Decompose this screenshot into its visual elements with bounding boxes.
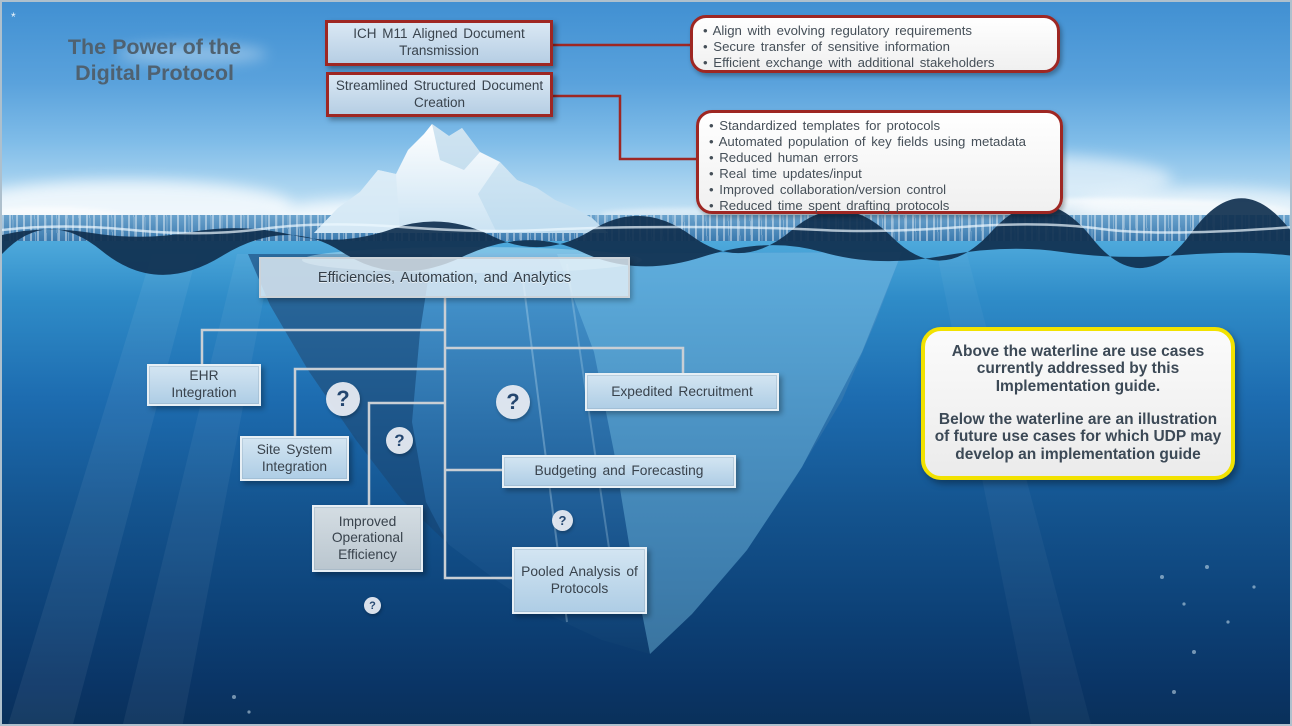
- legend-callout: Above the waterline are use cases curren…: [921, 327, 1235, 480]
- bubbles: [232, 565, 1256, 714]
- question-mark-icon: ?: [552, 510, 573, 531]
- bullet-list: Align with evolving regulatory requireme…: [703, 23, 995, 71]
- connector-ehr: [200, 328, 445, 364]
- node-label: EHR Integration: [171, 368, 237, 400]
- bullet-item: Real time updates/input: [709, 166, 1026, 182]
- box-ich-m11-label: ICH M11 Aligned Document Transmission: [353, 26, 525, 58]
- node-improved-operational-efficiency: Improved Operational Efficiency: [312, 505, 423, 572]
- box-ich-m11-transmission: ICH M11 Aligned Document Transmission: [325, 20, 553, 66]
- node-pooled-analysis: Pooled Analysis of Protocols: [512, 547, 647, 614]
- node-ehr-integration: EHR Integration: [147, 364, 261, 406]
- slide-corner-marker: *: [11, 10, 16, 24]
- red-connectors: [553, 43, 696, 161]
- node-label: Improved Operational Efficiency: [331, 513, 404, 562]
- gray-connectors: [200, 298, 685, 580]
- header-efficiencies-label: Efficiencies, Automation, and Analytics: [317, 269, 572, 286]
- waterline: [2, 198, 1290, 275]
- bullet-item: Automated population of key fields using…: [709, 134, 1026, 150]
- question-mark-icon: ?: [386, 427, 413, 454]
- node-label: Budgeting and Forecasting: [534, 463, 704, 479]
- node-expedited-recruitment: Expedited Recruitment: [585, 373, 779, 411]
- bullet-item: Improved collaboration/version control: [709, 182, 1026, 198]
- iceberg-top-facet: [478, 162, 608, 233]
- question-mark-icon: ?: [496, 385, 530, 419]
- node-label: Expedited Recruitment: [611, 383, 753, 399]
- connector-expedited: [445, 346, 685, 373]
- bullet-item: Reduced time spent drafting protocols: [709, 198, 1026, 214]
- connector-improved: [367, 401, 445, 505]
- bullet-item: Standardized templates for protocols: [709, 118, 1026, 134]
- legend-paragraph-below: Below the waterline are an illustration …: [934, 411, 1222, 463]
- iceberg-top-facet: [432, 124, 480, 170]
- bullet-item: Align with evolving regulatory requireme…: [703, 23, 994, 39]
- bullet-item: Efficient exchange with additional stake…: [703, 55, 994, 71]
- connector-creation-callout: [553, 94, 696, 161]
- connector-site: [293, 367, 445, 436]
- legend-paragraph-above: Above the waterline are use cases curren…: [951, 343, 1205, 395]
- node-site-system-integration: Site System Integration: [240, 436, 349, 481]
- connector-trunk-pooled: [443, 298, 512, 580]
- node-label: Pooled Analysis of Protocols: [521, 563, 638, 596]
- question-mark-icon: ?: [364, 597, 381, 614]
- waterline-foam: [2, 223, 1290, 235]
- bullet-list: Standardized templates for protocols Aut…: [709, 118, 1026, 215]
- page-title: The Power of the Digital Protocol: [67, 35, 242, 86]
- question-mark-icon: ?: [326, 382, 360, 416]
- ice-streak: [566, 263, 618, 603]
- node-budgeting-forecasting: Budgeting and Forecasting: [502, 455, 736, 488]
- box-streamlined-creation: Streamlined Structured Document Creation: [326, 72, 553, 117]
- box-streamlined-label: Streamlined Structured Document Creation: [335, 77, 544, 110]
- node-label: Site System Integration: [256, 441, 333, 474]
- callout-creation-benefits: Standardized templates for protocols Aut…: [696, 110, 1063, 214]
- callout-transmission-benefits: Align with evolving regulatory requireme…: [690, 15, 1060, 73]
- iceberg-top-facet: [314, 170, 400, 233]
- header-efficiencies: Efficiencies, Automation, and Analytics: [259, 257, 630, 298]
- cloud: [117, 44, 267, 64]
- bullet-item: Reduced human errors: [709, 150, 1026, 166]
- bullet-item: Secure transfer of sensitive information: [703, 39, 994, 55]
